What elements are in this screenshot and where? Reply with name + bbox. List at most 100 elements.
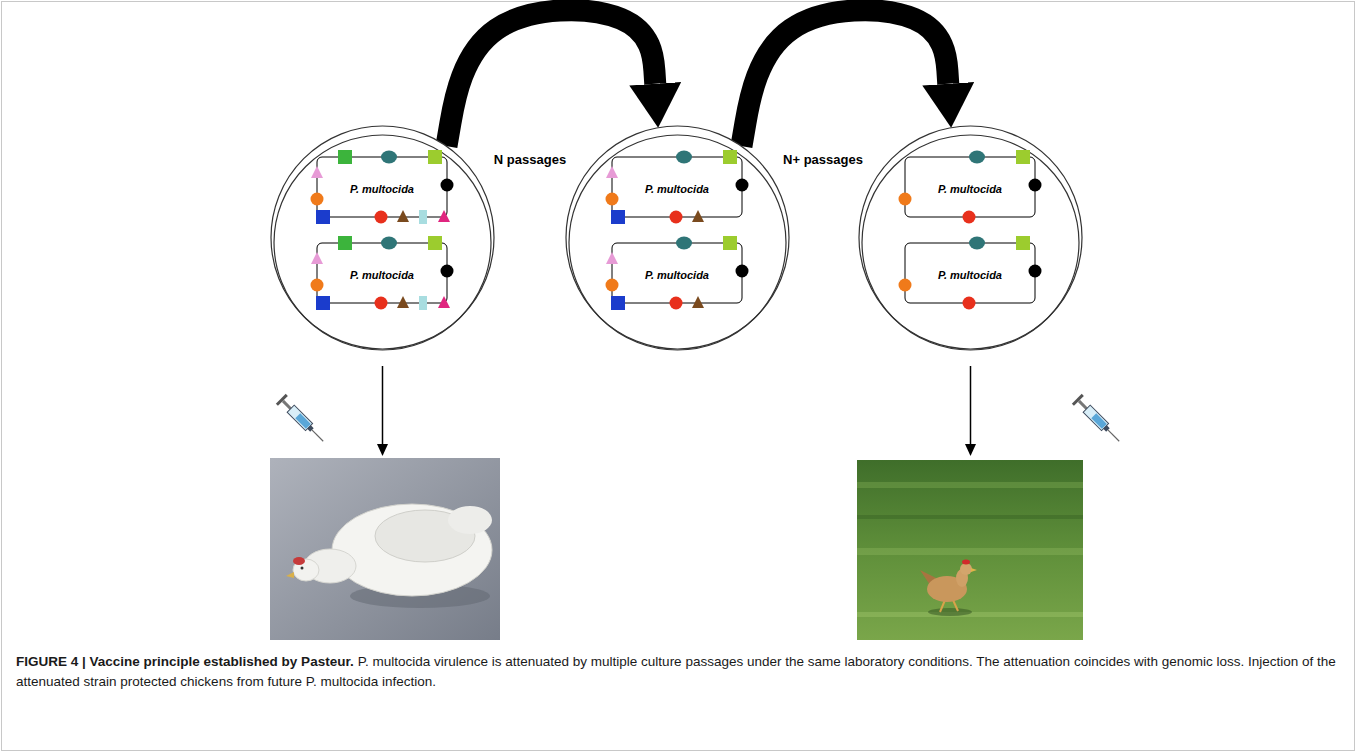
gene-symbol	[316, 296, 330, 310]
down-arrow	[377, 366, 388, 456]
gene-square	[723, 236, 737, 250]
photo-ground	[270, 458, 500, 640]
plunger-rod	[1078, 400, 1088, 410]
gene-circle	[441, 265, 454, 278]
gene-symbol	[419, 210, 427, 224]
gene-symbol	[338, 236, 352, 250]
genome-backbone	[317, 243, 447, 303]
gene-symbol	[441, 265, 454, 278]
gene-circle	[375, 297, 388, 310]
gene-symbol	[397, 210, 409, 222]
gene-symbol	[438, 210, 450, 222]
gene-circle	[1029, 179, 1042, 192]
gene-ellipse	[676, 237, 692, 250]
chicken-beak	[286, 572, 294, 578]
genome-map: P. multocida	[307, 149, 457, 229]
gene-symbol	[441, 179, 454, 192]
petri-dish: P. multocidaP. multocida	[565, 125, 790, 350]
gene-triangle	[692, 210, 704, 222]
gene-symbol	[375, 211, 388, 224]
gene-circle	[606, 279, 619, 292]
gene-square	[1016, 236, 1030, 250]
genome-map: P. multocida	[895, 149, 1045, 229]
genome-label: P. multocida	[350, 183, 414, 196]
syringe-icon	[276, 394, 328, 446]
gene-triangle	[606, 252, 618, 264]
gene-symbol	[311, 279, 324, 292]
gene-symbol	[428, 236, 442, 250]
gene-square	[428, 150, 442, 164]
motion-streak	[857, 482, 1083, 488]
edge-label: N+ passages	[781, 152, 865, 168]
dish-rim	[271, 126, 494, 349]
gene-symbol	[311, 193, 324, 206]
gene-symbol	[438, 296, 450, 308]
gene-symbol	[338, 150, 352, 164]
chicken-eye	[301, 567, 304, 570]
down-arrow	[965, 366, 976, 456]
gene-square	[1016, 150, 1030, 164]
figure-caption: FIGURE 4 | Vaccine principle established…	[16, 652, 1338, 692]
genome-label: P. multocida	[350, 269, 414, 282]
healthy-chicken-photo	[857, 460, 1083, 640]
chicken-head	[960, 563, 972, 575]
gene-circle	[963, 297, 976, 310]
gene-triangle	[311, 252, 323, 264]
plunger-rod	[282, 400, 292, 410]
shadow	[928, 608, 972, 616]
dish-rim	[569, 135, 786, 350]
gene-ellipse	[381, 151, 397, 164]
gene-symbol	[963, 211, 976, 224]
genome-label: P. multocida	[938, 269, 1002, 282]
gene-circle	[311, 279, 324, 292]
dish-rim	[859, 126, 1082, 349]
gene-symbol	[611, 296, 625, 310]
gene-symbol	[670, 297, 683, 310]
gene-circle	[963, 211, 976, 224]
gene-square	[723, 150, 737, 164]
gene-symbol	[963, 297, 976, 310]
gene-ellipse	[969, 151, 985, 164]
genome-map: P. multocida	[602, 149, 752, 229]
gene-circle	[736, 265, 749, 278]
gene-square	[338, 150, 352, 164]
motion-streak	[857, 548, 1083, 555]
gene-ellipse	[969, 237, 985, 250]
arrow-shaft	[382, 366, 384, 446]
gene-square	[611, 296, 625, 310]
gene-symbol	[606, 166, 618, 178]
gene-circle	[670, 297, 683, 310]
syringe-barrel	[1083, 405, 1108, 430]
gene-symbol	[969, 237, 985, 250]
figure-title: FIGURE 4 | Vaccine principle established…	[16, 654, 354, 669]
dish-rim	[862, 135, 1079, 350]
needle	[1108, 430, 1119, 441]
arrow-shaft	[970, 366, 972, 446]
gene-symbol	[381, 237, 397, 250]
syringe-barrel	[287, 405, 312, 430]
gene-symbol	[375, 297, 388, 310]
chicken-beak	[971, 568, 977, 572]
gene-circle	[736, 179, 749, 192]
petri-dish: P. multocida P. multocida	[858, 125, 1083, 350]
motion-streak	[857, 515, 1083, 519]
genome-map: P. multocida	[895, 235, 1045, 315]
gene-symbol	[316, 210, 330, 224]
gene-circle	[375, 211, 388, 224]
gene-symbol	[606, 279, 619, 292]
gene-symbol	[676, 151, 692, 164]
gene-symbol	[1029, 265, 1042, 278]
arrow-head	[377, 444, 388, 456]
gene-triangle	[311, 166, 323, 178]
gene-circle	[899, 193, 912, 206]
gene-symbol	[676, 237, 692, 250]
gene-circle	[1029, 265, 1042, 278]
genome-map: P. multocida	[602, 235, 752, 315]
photo-ground	[857, 460, 1083, 640]
gene-symbol	[692, 296, 704, 308]
gene-symbol	[397, 296, 409, 308]
chicken-comb	[962, 560, 970, 565]
